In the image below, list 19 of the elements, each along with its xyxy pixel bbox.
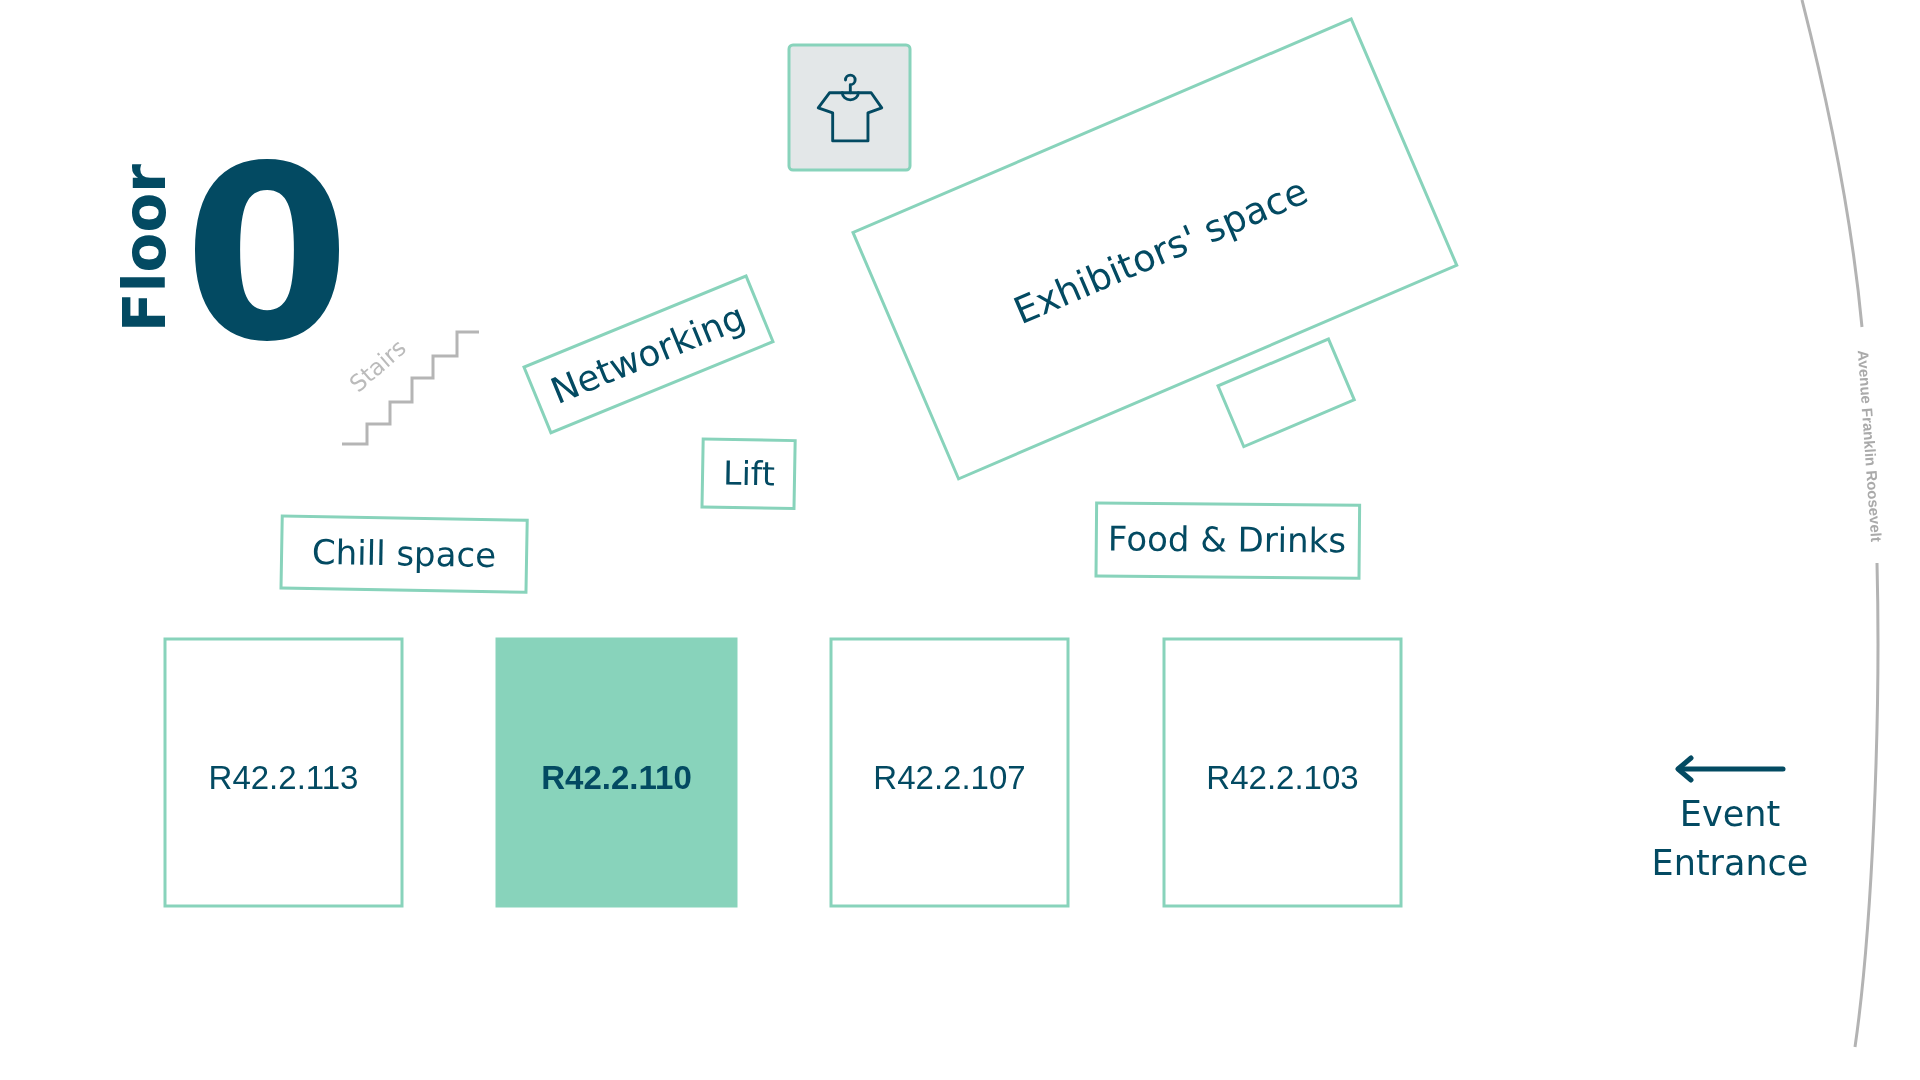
area-box	[281, 515, 528, 593]
room-label: R42.2.113	[208, 758, 359, 797]
entrance-label: Event Entrance	[1650, 793, 1810, 885]
area-label: Chill space	[312, 532, 497, 576]
area-label: Food & Drinks	[1108, 519, 1347, 562]
room-label: R42.2.110	[541, 758, 692, 797]
area-box	[1095, 502, 1360, 579]
highlighted-room-box	[497, 639, 736, 906]
area-label: Lift	[722, 454, 776, 494]
floor-heading: Floor	[118, 164, 172, 332]
room-box	[1164, 639, 1401, 906]
room-box	[831, 639, 1068, 906]
room-label: R42.2.103	[1206, 758, 1359, 797]
room-box	[165, 639, 402, 906]
cloakroom-box	[789, 45, 910, 170]
lift-box	[702, 439, 796, 509]
street-name: Avenue Franklin Roosevelt	[1855, 349, 1885, 543]
room-label: R42.2.107	[873, 758, 1026, 797]
floor-number: 0	[183, 159, 351, 351]
